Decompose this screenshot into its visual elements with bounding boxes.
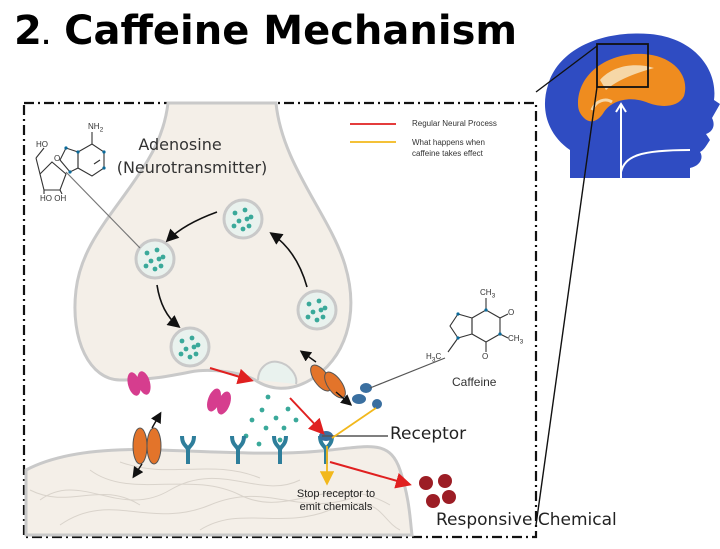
zoom-line	[535, 86, 598, 526]
blue-receptor	[230, 435, 246, 464]
red-arrow	[289, 397, 325, 435]
head-illustration	[544, 33, 720, 179]
adenosine-n-atoms	[64, 146, 106, 174]
zoom-line	[535, 45, 598, 93]
caffeine-ch3-top: CH3	[480, 288, 496, 300]
responsive-chemical-label: Responsive Chemical	[436, 510, 617, 530]
zoom-box	[596, 43, 649, 88]
cycle-arrow	[165, 211, 218, 243]
adenosine-hooh-label: HO OH	[40, 194, 67, 203]
adenosine-label: Adenosine	[138, 135, 222, 154]
caffeine-ch3-right: CH3	[508, 334, 524, 346]
caffeine-structure	[447, 298, 509, 353]
caffeine-label: Caffeine	[452, 375, 497, 389]
page-title: 2. Caffeine Mechanism	[14, 8, 518, 54]
pink-receptor	[207, 388, 231, 415]
vesicle	[134, 238, 176, 280]
caffeine-molecule	[319, 383, 382, 441]
legend-caffeine-label: What happens when caffeine takes effect	[412, 138, 485, 158]
stop-receptor-label: Stop receptor to emit chemicals	[296, 488, 376, 513]
receptor-label: Receptor	[390, 424, 467, 444]
caffeine-n-atoms	[456, 308, 502, 340]
responsive-chemical-dots	[419, 474, 456, 508]
neuron-texture	[29, 461, 401, 531]
caffeine-o-right: O	[508, 308, 515, 317]
fusing-vesicle	[257, 360, 298, 385]
presynaptic-neuron	[73, 101, 353, 390]
vesicle	[296, 289, 338, 331]
legend-regular-label: Regular Neural Process	[412, 119, 497, 128]
released-neurotransmitter	[243, 394, 299, 447]
vesicle	[169, 326, 211, 368]
caffeine-h3c: H3C	[426, 352, 442, 364]
red-arrow	[209, 367, 254, 385]
adenosine-o-label: O	[54, 154, 61, 163]
neurotransmitter-label: (Neurotransmitter)	[116, 158, 268, 177]
red-arrow	[329, 461, 412, 489]
blue-receptor	[180, 435, 196, 464]
adenosine-ho-label: HO	[36, 140, 48, 149]
blue-receptor	[272, 435, 288, 464]
yellow-line	[331, 407, 377, 439]
vesicle	[222, 198, 264, 240]
caffeine-pointer	[369, 357, 446, 389]
adenosine-amine-label: NH2	[88, 122, 104, 134]
ion-channel	[299, 350, 353, 406]
cycle-arrow	[269, 232, 308, 288]
vesicles	[134, 198, 338, 368]
ion-channel	[132, 411, 162, 479]
pink-receptor	[127, 371, 151, 396]
caffeine-o-bottom: O	[482, 352, 489, 361]
diagram-frame	[22, 101, 538, 539]
cycle-arrow	[156, 284, 181, 329]
